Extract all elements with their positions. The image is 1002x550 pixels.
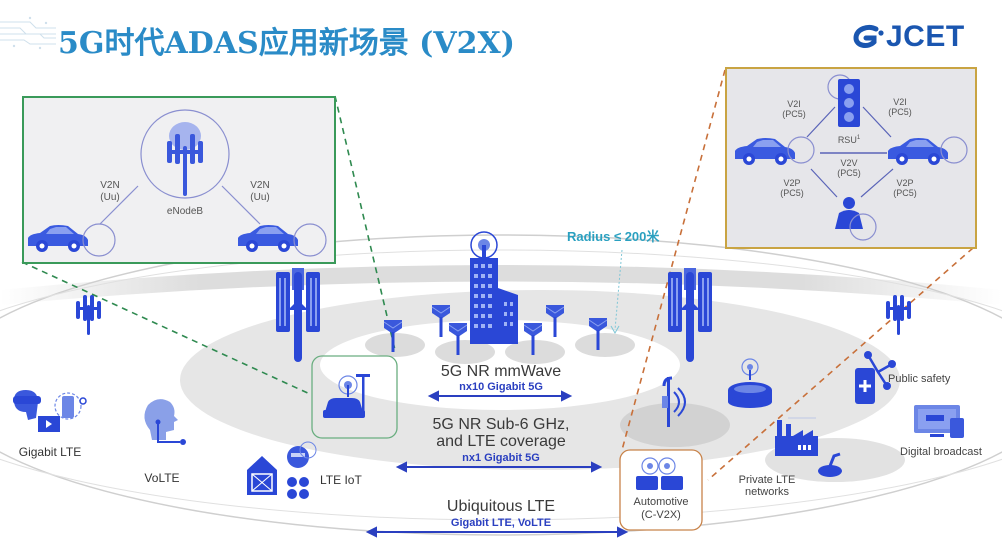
- rsu-label: RSU1: [838, 135, 861, 145]
- slide-title: 5G时代ADAS应用新场景 (V2X): [58, 26, 515, 61]
- mmwave-range-arrow-icon: [427, 390, 573, 402]
- v2p-left-label-line2: (PC5): [780, 188, 804, 198]
- automotive-label-line2: (C-V2X): [641, 509, 681, 521]
- gigabit-lte-label: Gigabit LTE: [19, 445, 81, 459]
- v2v-label-line1: V2V: [840, 158, 857, 168]
- band-mmwave-subtitle: nx10 Gigabit 5G: [459, 381, 543, 393]
- robot-arm-icon: [818, 452, 842, 477]
- digital-broadcast-label: Digital broadcast: [900, 446, 982, 458]
- stadium-icon: [728, 358, 772, 408]
- enodeb-label: eNodeB: [167, 206, 203, 217]
- antenna-right-icon: [886, 295, 911, 335]
- v2n-inset: eNodeB V2N (Uu) V2N (Uu): [22, 96, 336, 264]
- v2v-label-line2: (PC5): [837, 168, 861, 178]
- automotive-callout: [619, 449, 703, 531]
- traffic-light-rsu-icon: [838, 79, 860, 127]
- band-lte-title: Ubiquitous LTE: [447, 498, 555, 515]
- enodeb-antenna-icon: [167, 122, 203, 196]
- v2n-left-label-line2: (Uu): [100, 192, 119, 203]
- coverage-rings: [0, 234, 1002, 536]
- smart-car-callout: [311, 355, 398, 439]
- v2i-right-label-line1: V2I: [893, 97, 907, 107]
- v2x-inset: RSU1 V2I (PC5) V2I (PC5) V2V (PC5) V2P (…: [725, 67, 977, 249]
- logo-text: JCET: [886, 20, 965, 53]
- private-lte-label-line1: Private LTE: [739, 474, 796, 486]
- band-sub6-title-line2: and LTE coverage: [436, 433, 566, 450]
- v2i-right-label-line2: (PC5): [888, 107, 912, 117]
- automotive-label-line1: Automotive: [633, 496, 688, 508]
- volte-label: VoLTE: [144, 471, 179, 485]
- v2p-right-label-line2: (PC5): [893, 188, 917, 198]
- jcet-logo-mark-icon: [853, 24, 884, 48]
- street-pole-signal-icon: [662, 376, 686, 427]
- sub6-range-arrow-icon: [395, 461, 603, 473]
- volte-head-icon: [144, 399, 186, 445]
- v2p-left-label-line1: V2P: [783, 178, 800, 188]
- radius-pointer: [614, 249, 623, 331]
- enodeb-range-circle: [140, 109, 230, 199]
- digital-broadcast-icon: [914, 405, 964, 438]
- v2n-link-left: [99, 185, 139, 225]
- factory-icon: [775, 417, 818, 456]
- city-building-icon: [470, 231, 518, 344]
- band-lte-subtitle: Gigabit LTE, VoLTE: [451, 517, 551, 529]
- v2n-link-right: [221, 185, 261, 225]
- public-safety-label: Public safety: [888, 373, 951, 385]
- radius-arrowhead-icon: [610, 325, 620, 335]
- v2i-left-label-line2: (PC5): [782, 109, 806, 119]
- circuit-decoration: [0, 16, 56, 50]
- band-sub6-title-line1: 5G NR Sub-6 GHz,: [433, 416, 570, 433]
- pedestrian-icon: [835, 197, 877, 241]
- band-sub6-subtitle: nx1 Gigabit 5G: [462, 452, 540, 464]
- lte-iot-label: LTE IoT: [320, 473, 362, 487]
- band-mmwave-title: 5G NR mmWave: [441, 363, 561, 380]
- v2p-right-label-line1: V2P: [896, 178, 913, 188]
- v2n-right-label-line2: (Uu): [250, 192, 269, 203]
- gigabit-lte-icon: [13, 390, 87, 432]
- radius-label: Radius ≤ 200米: [567, 229, 660, 244]
- v2n-right-label-line1: V2N: [250, 180, 269, 191]
- company-logo: JCET: [852, 20, 965, 54]
- lte-range-arrow-icon: [365, 526, 629, 538]
- private-lte-label-line2: networks: [745, 486, 790, 498]
- v2n-left-label-line1: V2N: [100, 180, 119, 191]
- callout-lines: [21, 69, 974, 481]
- v2i-left-label-line1: V2I: [787, 99, 801, 109]
- lte-iot-icon: [247, 441, 317, 499]
- public-safety-icon: [855, 351, 896, 404]
- antenna-left-icon: [76, 295, 101, 335]
